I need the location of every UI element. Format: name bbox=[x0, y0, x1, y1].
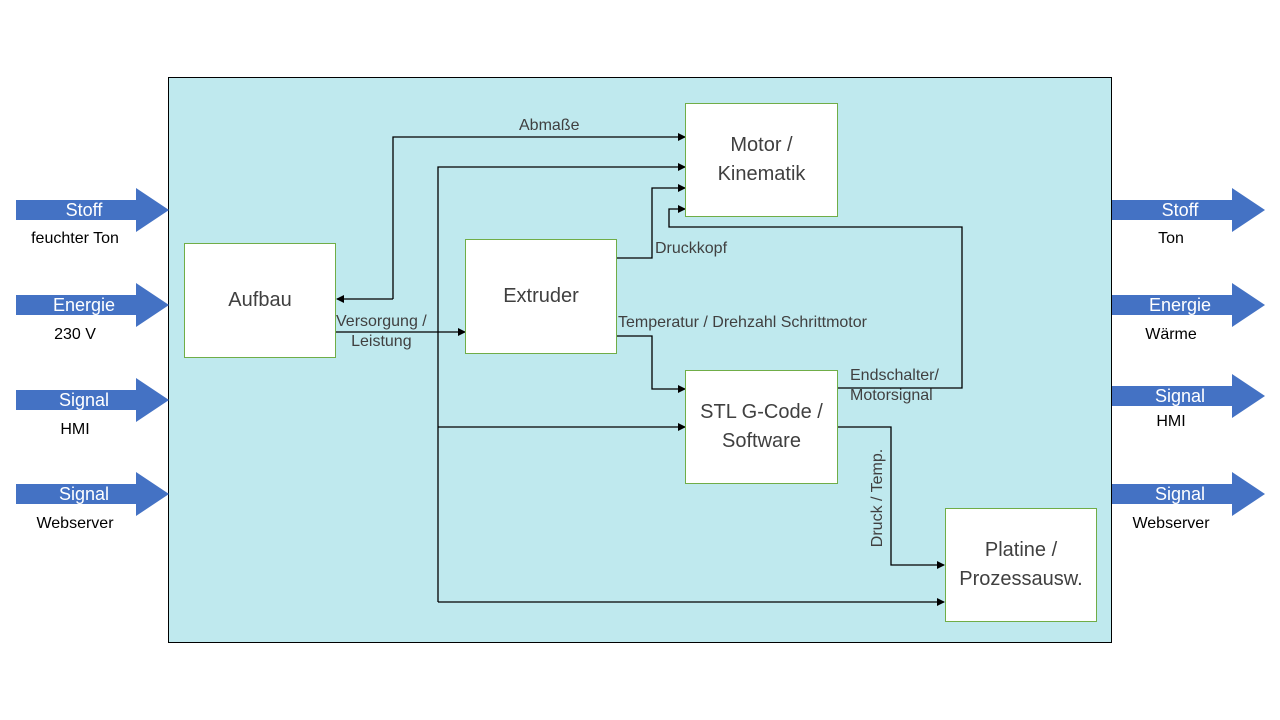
block-platine: Platine / Prozessausw. bbox=[945, 508, 1097, 622]
output-arrow-stoff-label: Stoff bbox=[1161, 200, 1199, 220]
wire-temperatur bbox=[617, 335, 686, 393]
input-arrow-signal-webserver: Signal bbox=[16, 472, 170, 516]
input-detail-webserver: Webserver bbox=[36, 515, 114, 532]
block-stl: STL G-Code / Software bbox=[685, 370, 838, 484]
block-motor: Motor / Kinematik bbox=[685, 103, 838, 217]
output-detail-webserver: Webserver bbox=[1132, 515, 1210, 532]
output-detail-hmi: HMI bbox=[1156, 413, 1186, 430]
input-arrow-stoff-label: Stoff bbox=[65, 200, 103, 220]
label-abmasse: Abmaße bbox=[519, 117, 580, 134]
block-aufbau: Aufbau bbox=[184, 243, 336, 358]
output-arrow-energie-label: Energie bbox=[1148, 295, 1212, 315]
output-arrow-signal-hmi: Signal bbox=[1112, 374, 1266, 418]
wire-druck-temp bbox=[837, 426, 945, 569]
wire-abmasse bbox=[392, 133, 686, 299]
wire-supply-bus bbox=[437, 163, 686, 602]
block-extruder: Extruder bbox=[465, 239, 617, 354]
wire-druckkopf bbox=[617, 184, 686, 259]
block-motor-label: Motor / Kinematik bbox=[717, 134, 806, 185]
label-endschalter: Endschalter/ Motorsignal bbox=[850, 367, 939, 404]
input-detail-stoff: feuchter Ton bbox=[31, 230, 119, 247]
output-arrow-energie: Energie bbox=[1112, 283, 1266, 327]
output-arrow-signal-webserver: Signal bbox=[1112, 472, 1266, 516]
output-arrow-stoff: Stoff bbox=[1112, 188, 1266, 232]
input-arrow-stoff: Stoff bbox=[16, 188, 170, 232]
input-arrow-energie: Energie bbox=[16, 283, 170, 327]
block-stl-label: STL G-Code / Software bbox=[700, 401, 823, 452]
label-druckkopf: Druckkopf bbox=[655, 240, 728, 257]
block-aufbau-label: Aufbau bbox=[228, 289, 292, 311]
input-detail-energie: 230 V bbox=[54, 326, 96, 343]
label-versorgung: Versorgung / Leistung bbox=[336, 313, 427, 350]
block-platine-label: Platine / Prozessausw. bbox=[959, 539, 1083, 590]
label-druck-temp: Druck / Temp. bbox=[869, 448, 886, 548]
wire-endschalter bbox=[668, 205, 963, 389]
input-detail-hmi: HMI bbox=[60, 421, 90, 438]
output-detail-energie: Wärme bbox=[1145, 326, 1197, 343]
output-detail-stoff: Ton bbox=[1158, 230, 1184, 247]
output-arrow-signal-hmi-label: Signal bbox=[1154, 386, 1206, 406]
label-temperatur: Temperatur / Drehzahl Schrittmotor bbox=[618, 314, 867, 331]
input-arrow-energie-label: Energie bbox=[52, 295, 116, 315]
input-arrow-signal-webserver-label: Signal bbox=[58, 484, 110, 504]
input-arrow-signal-hmi-label: Signal bbox=[58, 390, 110, 410]
block-extruder-label: Extruder bbox=[503, 285, 579, 307]
input-arrow-signal-hmi: Signal bbox=[16, 378, 170, 422]
output-arrow-signal-webserver-label: Signal bbox=[1154, 484, 1206, 504]
